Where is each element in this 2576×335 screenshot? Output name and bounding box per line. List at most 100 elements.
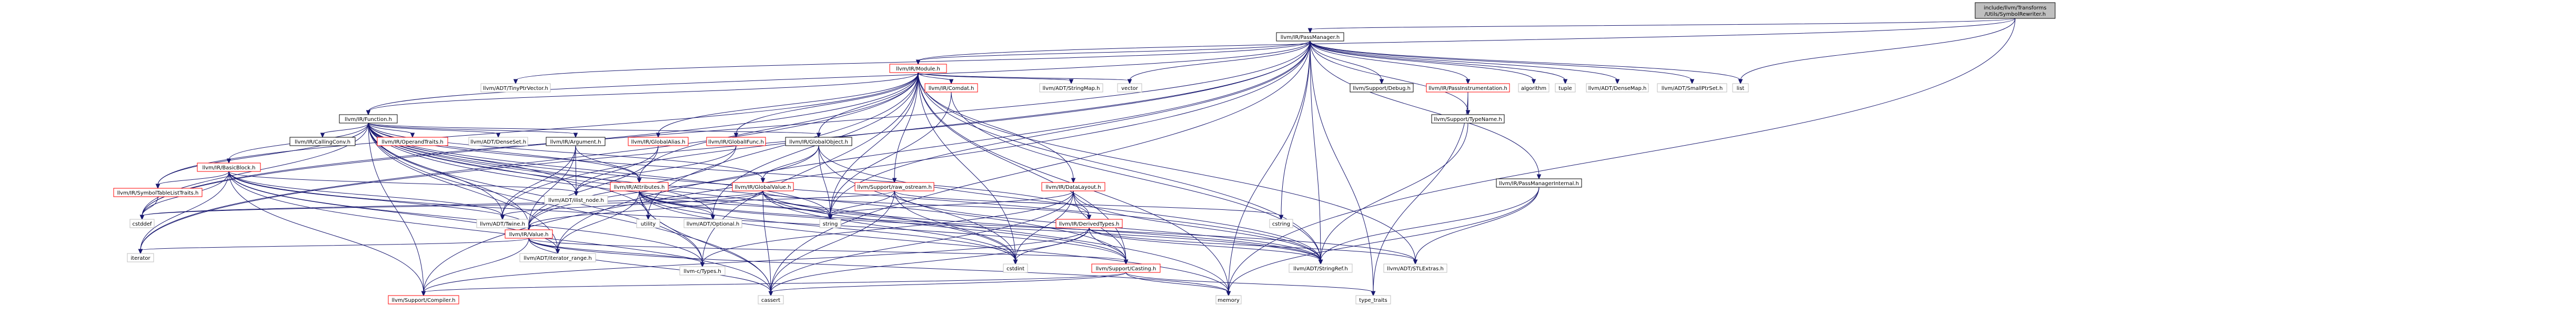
node-globalvalue[interactable]: llvm/IR/GlobalValue.h (732, 182, 794, 191)
node-label-rawostream: llvm/Support/raw_ostream.h (857, 185, 932, 190)
node-label-passmanager: llvm/IR/PassManager.h (1281, 35, 1340, 40)
node-rawostream[interactable]: llvm/Support/raw_ostream.h (854, 182, 934, 191)
node-box-cassert (758, 295, 784, 304)
node-string: string (819, 219, 841, 228)
edge-function-to-globalvalue (368, 123, 763, 180)
edge-value-to-compiler (423, 238, 529, 293)
edge-passmanager-to-cstddef (142, 40, 1311, 217)
node-globalalias[interactable]: llvm/IR/GlobalAlias.h (628, 137, 689, 146)
edge-globalvalue-to-cstddef (142, 190, 763, 217)
node-root[interactable]: include/llvm/Transforms/Utils/SymbolRewr… (1975, 2, 2056, 19)
node-passinstr[interactable]: llvm/IR/PassInstrumentation.h (1426, 83, 1510, 93)
edge-casting-to-compiler (423, 272, 1126, 293)
node-label-memory: memory (1217, 298, 1240, 303)
edge-basicblock-to-casting (228, 171, 1126, 261)
edge-globalvalue-to-twine (502, 190, 763, 217)
edge-arrowhead-value-to-iterator (138, 249, 143, 255)
node-box-algorithm (1518, 83, 1549, 93)
node-box-root (1975, 2, 2056, 19)
node-label-string: string (823, 221, 838, 227)
node-operandtraits[interactable]: llvm/IR/OperandTraits.h (377, 137, 448, 146)
node-casting[interactable]: llvm/Support/Casting.h (1091, 263, 1161, 273)
edge-attributes-to-string (639, 190, 831, 217)
node-debug[interactable]: llvm/Support/Debug.h (1350, 83, 1414, 93)
edge-basicblock-to-cassert (228, 171, 771, 293)
node-cstring: cstring (1269, 219, 1293, 228)
edge-function-to-attributes (368, 123, 640, 180)
node-derivedtypes[interactable]: llvm/IR/DerivedTypes.h (1055, 219, 1123, 228)
edge-module-to-string (830, 72, 919, 217)
node-pmi[interactable]: llvm/IR/PassManagerInternal.h (1496, 178, 1582, 188)
edge-function-to-denseset (368, 123, 499, 135)
node-list: list (1732, 83, 1749, 93)
edge-function-to-ctypes (368, 123, 703, 264)
node-globalobject[interactable]: llvm/IR/GlobalObject.h (785, 137, 852, 146)
node-box-debug (1350, 83, 1414, 93)
edge-passmanager-to-densemap (1310, 40, 1618, 81)
edge-arrowhead-globalvalue-to-twine (500, 215, 505, 220)
node-label-denseset: llvm/ADT/DenseSet.h (470, 139, 526, 145)
edge-arrowhead-attributes-to-optional (710, 215, 716, 220)
node-function[interactable]: llvm/IR/Function.h (339, 114, 398, 124)
edge-passmanager-to-memory (1228, 40, 1311, 293)
node-attributes[interactable]: llvm/IR/Attributes.h (610, 182, 669, 191)
node-box-basicblock (197, 163, 261, 172)
node-typename[interactable]: llvm/Support/TypeName.h (1431, 114, 1505, 124)
node-label-globalifunc: llvm/IR/GlobalIFunc.h (708, 139, 764, 145)
node-box-stringref (1289, 263, 1353, 273)
node-label-cassert: cassert (761, 298, 780, 303)
node-module[interactable]: llvm/IR/Module.h (889, 64, 947, 73)
edge-module-to-stringref (918, 72, 1321, 261)
node-box-compiler (388, 295, 459, 304)
node-box-stlextras (1383, 263, 1447, 273)
node-datalayout[interactable]: llvm/IR/DataLayout.h (1041, 182, 1105, 191)
edge-arrowhead-value-to-ctypes (700, 262, 705, 268)
edge-root-to-passmanager (1310, 18, 2016, 30)
edge-function-to-value (368, 123, 529, 227)
node-box-string (819, 219, 841, 228)
node-argument[interactable]: llvm/IR/Argument.h (546, 137, 606, 146)
node-symtab[interactable]: llvm/IR/SymbolTableListTraits.h (113, 188, 203, 197)
node-comdat[interactable]: llvm/IR/Comdat.h (924, 83, 978, 93)
edge-comdat-to-string (830, 92, 952, 217)
node-box-typetraits (1355, 295, 1391, 304)
node-label-debug: llvm/Support/Debug.h (1353, 86, 1411, 92)
node-stringref: llvm/ADT/StringRef.h (1289, 263, 1353, 273)
node-compiler[interactable]: llvm/Support/Compiler.h (388, 295, 459, 304)
node-box-datalayout (1041, 182, 1105, 191)
node-label-itrange: llvm/ADT/iterator_range.h (524, 256, 591, 261)
node-ctypes: llvm-c/Types.h (679, 266, 726, 276)
edge-globalvalue-to-stringref (762, 190, 1321, 261)
edge-arrowhead-module-to-vector (1127, 79, 1132, 85)
node-box-memory (1215, 295, 1242, 304)
edges-layer (138, 18, 2016, 297)
node-densemap: llvm/ADT/DenseMap.h (1586, 83, 1649, 93)
node-value[interactable]: llvm/IR/Value.h (505, 229, 553, 239)
edge-pmi-to-stlextras (1415, 187, 1539, 261)
node-box-globalobject (785, 137, 852, 146)
node-cassert: cassert (758, 295, 784, 304)
node-label-derivedtypes: llvm/IR/DerivedTypes.h (1059, 221, 1120, 227)
node-label-smallptrset: llvm/ADT/SmallPtrSet.h (1662, 86, 1723, 92)
node-box-symtab (113, 188, 203, 197)
edge-module-to-iterator (140, 72, 919, 251)
node-stlextras: llvm/ADT/STLExtras.h (1383, 263, 1447, 273)
edge-arrowhead-module-to-comdat (949, 79, 954, 85)
edge-arrowhead-casting-to-typetraits (1371, 291, 1376, 297)
node-basicblock[interactable]: llvm/IR/BasicBlock.h (197, 163, 261, 172)
edge-pmi-to-memory (1228, 187, 1539, 293)
edge-passmanager-to-passinstr (1310, 40, 1468, 81)
edge-root-to-list (1740, 18, 2016, 81)
node-box-rawostream (854, 182, 934, 191)
node-label-compiler: llvm/Support/Compiler.h (391, 298, 455, 303)
node-twine: llvm/ADT/Twine.h (476, 219, 529, 228)
node-callingconv[interactable]: llvm/IR/CallingConv.h (289, 137, 356, 146)
node-box-densemap (1586, 83, 1649, 93)
edge-module-to-vector (918, 72, 1130, 81)
edge-arrowhead-function-to-argument (573, 133, 578, 138)
node-globalifunc[interactable]: llvm/IR/GlobalIFunc.h (706, 137, 766, 146)
edge-globalalias-to-ilistnode (576, 145, 659, 193)
node-box-tuple (1555, 83, 1576, 93)
node-passmanager[interactable]: llvm/IR/PassManager.h (1276, 32, 1344, 42)
node-box-cstring (1269, 219, 1293, 228)
